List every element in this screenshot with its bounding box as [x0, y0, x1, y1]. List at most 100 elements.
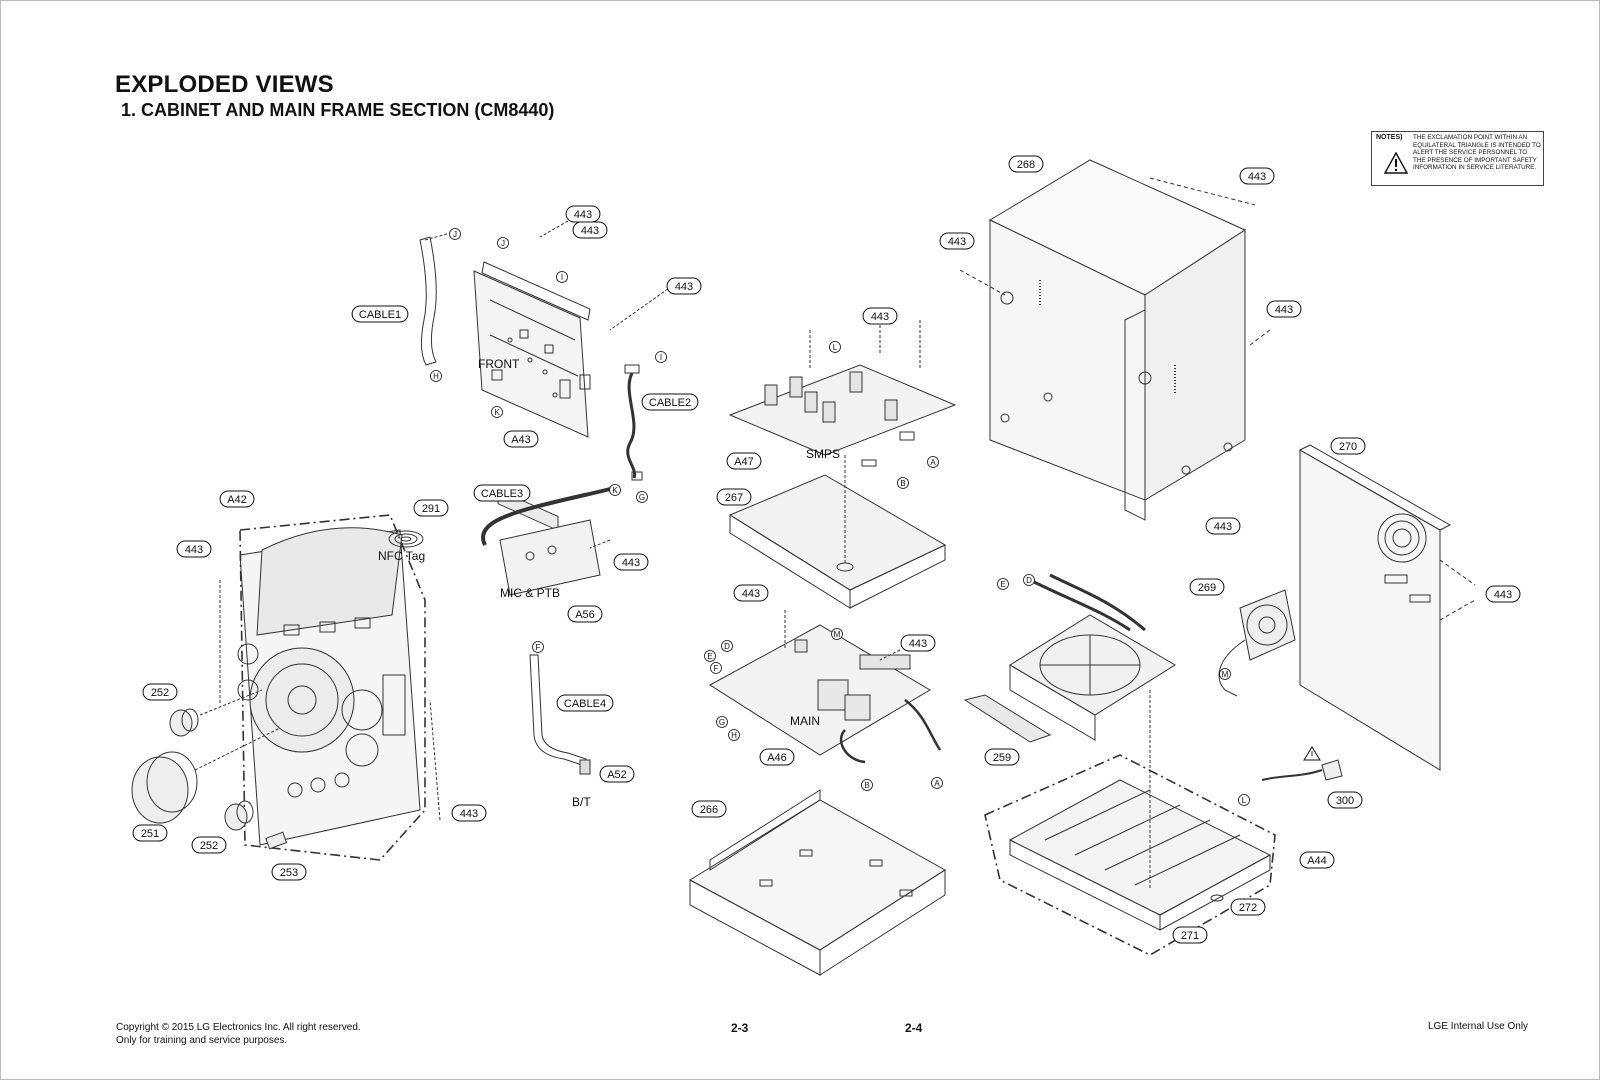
- copyright-text: Copyright © 2015 LG Electronics Inc. All…: [116, 1022, 361, 1033]
- connector-g-marker: G: [636, 491, 648, 503]
- svg-text:272: 272: [1239, 902, 1257, 914]
- connector-a-marker: A: [931, 777, 943, 789]
- connector-m-marker: M: [831, 628, 843, 640]
- smps-label: SMPS: [806, 447, 840, 461]
- chassis-266-drawing: [688, 789, 946, 976]
- callout-271: 271: [1172, 926, 1208, 944]
- page-number-right: 2-4: [905, 1021, 923, 1035]
- cable3-drawing: [481, 487, 611, 546]
- callout-443: 443: [1205, 517, 1241, 535]
- svg-text:A: A: [934, 779, 940, 788]
- svg-text:443: 443: [675, 281, 693, 293]
- connector-h-marker: H: [430, 370, 442, 382]
- svg-text:443: 443: [871, 311, 889, 323]
- callout-443: 443: [176, 540, 212, 558]
- warning-triangle-icon: [1384, 152, 1408, 174]
- connector-j-marker: J: [449, 228, 461, 240]
- svg-text:K: K: [612, 486, 618, 495]
- svg-text:B: B: [864, 781, 869, 790]
- svg-text:A43: A43: [511, 434, 531, 446]
- svg-text:270: 270: [1339, 441, 1357, 453]
- connector-b-marker: B: [861, 779, 873, 791]
- svg-text:443: 443: [909, 638, 927, 650]
- connector-d-marker: D: [1023, 574, 1035, 586]
- knob-252-top: [169, 708, 199, 737]
- callout-270: 270: [1330, 437, 1366, 455]
- notes-label: NOTES): [1376, 134, 1403, 141]
- knob-253: [265, 831, 288, 850]
- callout-443: 443: [666, 277, 702, 295]
- callout-443: 443: [565, 205, 601, 223]
- connector-e-marker: E: [704, 650, 716, 662]
- callout-291: 291: [413, 499, 449, 517]
- warning-triangle-300: [1303, 746, 1321, 761]
- callout-269: 269: [1189, 578, 1225, 596]
- callout-443: 443: [862, 307, 898, 325]
- svg-text:443: 443: [622, 557, 640, 569]
- cd-mechanism-drawing: [1009, 573, 1176, 741]
- callout-a44: A44: [1299, 851, 1335, 869]
- svg-text:252: 252: [200, 840, 218, 852]
- cable1-drawing: [419, 236, 437, 366]
- connector-f-marker: F: [532, 641, 544, 653]
- callout-443: 443: [613, 553, 649, 571]
- svg-text:J: J: [453, 230, 457, 239]
- connector-b-marker: B: [897, 477, 909, 489]
- svg-text:I: I: [660, 353, 662, 362]
- callout-443: 443: [1239, 167, 1275, 185]
- svg-text:443: 443: [581, 225, 599, 237]
- svg-text:443: 443: [574, 209, 592, 221]
- callout-259: 259: [984, 748, 1020, 766]
- svg-text:M: M: [834, 630, 841, 639]
- svg-text:A46: A46: [767, 752, 787, 764]
- front-cabinet-drawing: [237, 527, 421, 846]
- svg-text:CABLE4: CABLE4: [564, 698, 606, 710]
- rear-panel-270-drawing: [1298, 444, 1476, 771]
- bottom-cabinet-outline: [984, 754, 1276, 956]
- connector-m-marker: M: [1219, 668, 1231, 680]
- nfc-tag-drawing: [388, 530, 424, 548]
- callout-252: 252: [142, 683, 178, 701]
- callout-252: 252: [191, 836, 227, 854]
- svg-text:443: 443: [948, 236, 966, 248]
- svg-text:443: 443: [1275, 304, 1293, 316]
- callout-443: 443: [1266, 300, 1302, 318]
- svg-text:252: 252: [151, 687, 169, 699]
- connector-i-marker: I: [655, 351, 667, 363]
- cd-door-259-drawing: [963, 694, 1052, 743]
- svg-text:L: L: [833, 343, 838, 352]
- svg-text:G: G: [719, 718, 725, 727]
- connector-k-marker: K: [609, 484, 621, 496]
- callout-a46: A46: [759, 748, 795, 766]
- mic-ptb-label: MIC & PTB: [500, 586, 560, 600]
- svg-text:L: L: [1242, 796, 1247, 805]
- connector-k-marker: K: [491, 406, 503, 418]
- svg-text:259: 259: [993, 752, 1011, 764]
- smps-board-drawing: [728, 364, 957, 467]
- svg-text:F: F: [714, 664, 719, 673]
- nfc-tag-label: NFC Tag: [378, 549, 425, 563]
- svg-text:A52: A52: [607, 769, 627, 781]
- svg-text:M: M: [1222, 670, 1229, 679]
- connector-e-marker: E: [997, 578, 1009, 590]
- notes-text: THE EXCLAMATION POINT WITHIN AN EQUILATE…: [1413, 134, 1541, 172]
- callout-cable3: CABLE3: [473, 484, 531, 502]
- svg-text:271: 271: [1181, 930, 1199, 942]
- connector-i-marker: I: [556, 271, 568, 283]
- svg-text:A47: A47: [734, 456, 754, 468]
- svg-text:J: J: [501, 239, 505, 248]
- svg-text:CABLE3: CABLE3: [481, 488, 523, 500]
- callout-a52: A52: [599, 765, 635, 783]
- svg-text:D: D: [1026, 576, 1032, 585]
- svg-text:CABLE1: CABLE1: [359, 309, 401, 321]
- svg-text:253: 253: [280, 867, 298, 879]
- callouts: 443443CABLE1443A43CABLE2CABLE3443A56A422…: [132, 155, 1521, 944]
- svg-text:251: 251: [141, 828, 159, 840]
- connector-f-marker: F: [710, 662, 722, 674]
- callout-267: 267: [716, 488, 752, 506]
- callout-443: 443: [451, 804, 487, 822]
- knob-252-bottom: [224, 800, 254, 831]
- svg-text:A44: A44: [1307, 855, 1327, 867]
